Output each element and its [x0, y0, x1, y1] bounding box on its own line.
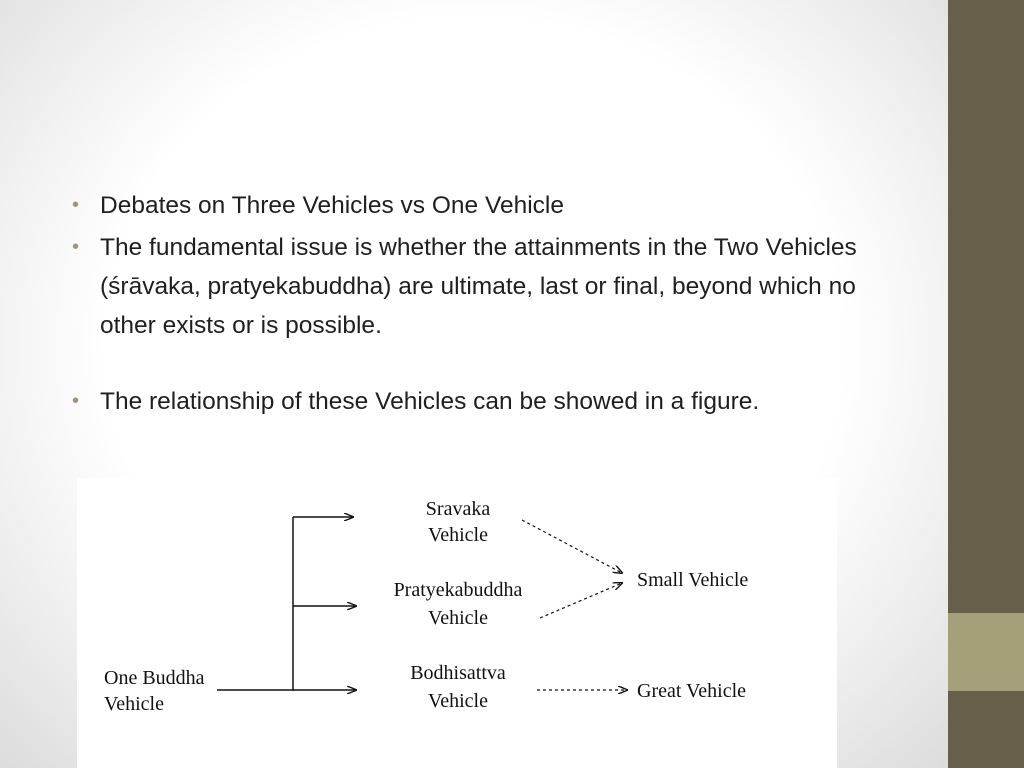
bodhisattva-label-line1: Bodhisattva: [410, 662, 506, 684]
dashed-arrow-sravaka-small: [521, 519, 622, 573]
pratyeka-label-line2: Vehicle: [428, 607, 488, 629]
sravaka-label-line2: Vehicle: [428, 524, 488, 546]
vehicles-diagram: One Buddha Vehicle Sravaka Vehicle Praty…: [104, 498, 748, 715]
sidebar-accent-block: [948, 613, 1024, 691]
bullet-item: • The relationship of these Vehicles can…: [72, 382, 900, 421]
one-buddha-label-line2: Vehicle: [104, 693, 164, 715]
small-vehicle-label: Small Vehicle: [637, 569, 748, 591]
one-buddha-label-line1: One Buddha: [104, 667, 205, 689]
bodhisattva-label-line2: Vehicle: [428, 690, 488, 712]
bullet-list: • Debates on Three Vehicles vs One Vehic…: [72, 186, 900, 421]
bullet-item: • Debates on Three Vehicles vs One Vehic…: [72, 186, 900, 225]
bullet-dot-icon: •: [72, 236, 80, 258]
vehicles-figure: One Buddha Vehicle Sravaka Vehicle Praty…: [77, 478, 837, 768]
bullet-dot-icon: •: [72, 194, 80, 216]
bullet-item: • The fundamental issue is whether the a…: [72, 228, 900, 345]
pratyeka-label-line1: Pratyekabuddha: [394, 579, 523, 601]
dashed-arrow-pratyeka-small: [539, 583, 622, 619]
bullet-text: The fundamental issue is whether the att…: [100, 234, 857, 339]
bullet-text: The relationship of these Vehicles can b…: [100, 388, 760, 415]
sravaka-label-line1: Sravaka: [426, 498, 491, 520]
bullet-dot-icon: •: [72, 390, 80, 412]
bullet-text: Debates on Three Vehicles vs One Vehicle: [100, 192, 564, 219]
great-vehicle-label: Great Vehicle: [637, 680, 746, 702]
